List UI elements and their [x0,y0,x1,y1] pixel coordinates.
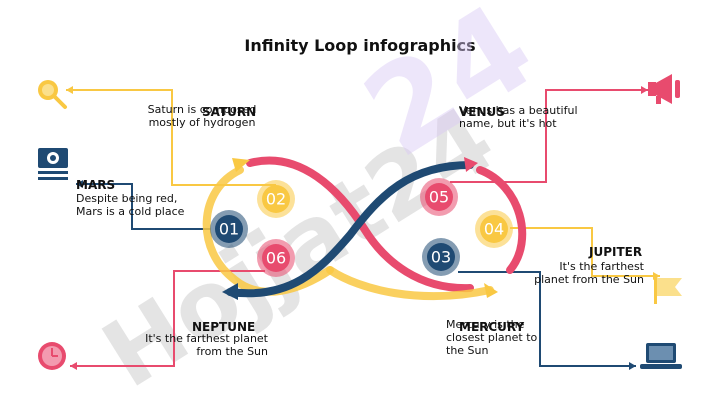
jupiter-heading: JUPITER [589,245,643,259]
loop-arrowheads [222,157,498,300]
venus-description: Venus has a beautiful name, but it's hot [459,104,578,130]
mercury-description: Mercury is the closest planet to the Sun [446,318,538,357]
neptune-description: It's the farthest planet from the Sun [145,332,268,358]
infinity-loop [202,156,527,301]
connector-mercury [458,271,636,367]
saturn-heading: SATURN [202,105,257,119]
svg-text:06: 06 [266,249,286,268]
search-icon [38,80,67,109]
connector-arrowheads [66,86,660,370]
saturn-description: Saturn is composed mostly of hydrogen [147,103,257,129]
svg-text:02: 02 [266,190,286,209]
page-title: Infinity Loop infographics [244,36,476,55]
mars-description: Despite being red, Mars is a cold place [76,192,185,218]
node-03: 03 [422,238,460,276]
node-02: 02 [257,180,295,218]
svg-text:01: 01 [219,220,239,239]
node-05: 05 [420,178,458,216]
connectors [66,89,660,367]
loop-band-yellow-left [202,166,334,296]
svg-text:03: 03 [431,248,451,267]
jupiter-description: It's the farthest planet from the Sun [534,260,644,286]
loop-band-pink-top [246,156,474,293]
connector-jupiter [510,227,660,277]
mercury-heading: MERCURY [459,320,525,334]
money-icon [38,148,68,180]
svg-text:04: 04 [484,220,504,239]
node-04: 04 [475,210,513,248]
node-06: 06 [257,239,295,277]
venus-heading: VENUS [459,105,505,119]
loop-band-pink-right [476,166,527,274]
mars-heading: MARS [76,178,116,192]
connector-neptune [70,270,265,367]
loop-band-navy-cross [226,161,474,298]
neptune-heading: NEPTUNE [192,320,256,334]
clock-icon [38,342,66,370]
loop-band-yellow-bottom [326,266,494,301]
megaphone-icon [648,74,680,104]
flag-icon [654,276,682,304]
laptop-icon [640,343,682,369]
svg-text:05: 05 [429,188,449,207]
connector-mars [76,183,210,230]
node-01: 01 [210,210,248,248]
